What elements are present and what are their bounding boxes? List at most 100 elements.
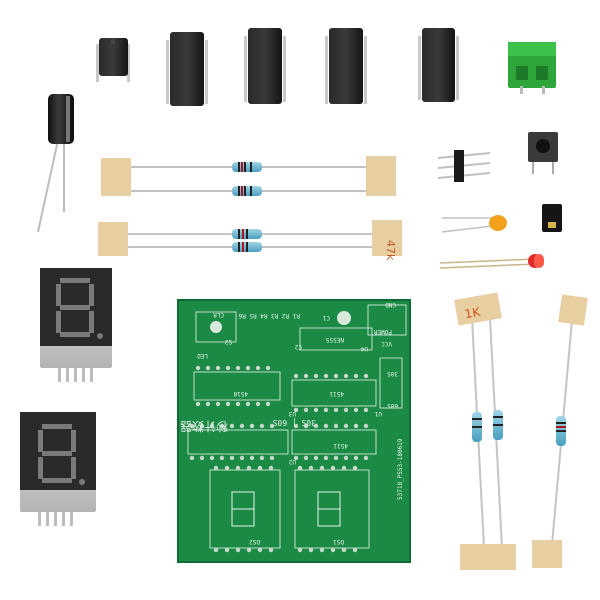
pcb-pad xyxy=(303,407,309,413)
seven-segment-display-top xyxy=(40,268,112,382)
pcb-pad xyxy=(215,401,221,407)
pcb-pad xyxy=(313,373,319,379)
pcb-pad xyxy=(319,465,325,471)
pcb-pad xyxy=(303,455,309,461)
pcb-pad xyxy=(303,373,309,379)
pcb-label-s2: S2 xyxy=(224,338,232,345)
pcb-label-vcc: VCC xyxy=(381,340,392,347)
pcb-pad xyxy=(255,365,261,371)
pcb-pad xyxy=(352,465,358,471)
electrolytic-capacitor-icon xyxy=(37,94,74,233)
pcb-pad xyxy=(199,455,205,461)
pcb-label-30s: 30S xyxy=(387,370,398,377)
pcb-pad xyxy=(343,373,349,379)
pcb-pad xyxy=(215,365,221,371)
pcb-pad xyxy=(239,423,245,429)
pcb-label-led: LED xyxy=(197,352,208,359)
pcb-label-4511-b: 4511 xyxy=(333,442,348,449)
pcb-pad xyxy=(323,423,329,429)
ic-dip16-b xyxy=(325,28,367,104)
pcb-pad xyxy=(293,373,299,379)
pcb-label-ds1: DS1 xyxy=(333,538,344,545)
pcb-pad xyxy=(235,465,241,471)
pcb-pad xyxy=(195,365,201,371)
pcb-label-ne555: NE555 xyxy=(326,336,344,343)
pcb-pad xyxy=(352,547,358,553)
pcb-pad xyxy=(245,365,251,371)
pcb-label-4511-a: 4511 xyxy=(329,390,344,397)
pcb-pad xyxy=(195,401,201,407)
resistor-strip-mid: 47k xyxy=(98,220,402,261)
pcb-pad xyxy=(313,455,319,461)
pcb-pad xyxy=(269,423,275,429)
pcb-pad xyxy=(199,423,205,429)
pcb-pad xyxy=(246,547,252,553)
pcb-pad xyxy=(268,547,274,553)
pcb-label-clr: CLR xyxy=(213,311,224,318)
pcb-pad xyxy=(249,423,255,429)
pcb-pad xyxy=(235,401,241,407)
pcb-pad xyxy=(229,423,235,429)
ic-dip8 xyxy=(96,38,130,82)
pcb-pad xyxy=(353,373,359,379)
pcb-pad xyxy=(224,547,230,553)
pcb-pad xyxy=(313,423,319,429)
pcb-pad xyxy=(293,407,299,413)
pcb-pad xyxy=(265,401,271,407)
pcb-pad xyxy=(303,423,309,429)
pcb-pad xyxy=(235,547,241,553)
pcb-label-u2: U2 xyxy=(288,458,296,465)
pcb-label-u3: U3 xyxy=(288,410,296,417)
pcb-pad xyxy=(323,407,329,413)
ic-dip16-a xyxy=(244,28,286,104)
ic-dip14-a xyxy=(166,32,208,106)
pcb-label-board-code: 53718_P553-180619 xyxy=(397,438,404,500)
pcb-label-gnd: GND xyxy=(385,301,396,308)
pcb-pad xyxy=(189,455,195,461)
pcb-pad xyxy=(265,365,271,371)
pcb-pad xyxy=(333,455,339,461)
jumper-cap-icon xyxy=(542,204,562,232)
pcb-board: CLR GND POWER VCC NE555 U4 R1 R2 R3 R4 R… xyxy=(177,299,411,563)
resistor-pair-vertical: 1K xyxy=(454,292,516,570)
pcb-pad xyxy=(239,455,245,461)
resistor-single-vertical xyxy=(532,294,588,568)
pcb-pad xyxy=(297,547,303,553)
pcb-label-title-cn: 秒计数器 xyxy=(180,419,228,434)
pcb-pad xyxy=(353,455,359,461)
pcb-pad xyxy=(319,547,325,553)
pcb-pad xyxy=(213,547,219,553)
pcb-pad xyxy=(293,423,299,429)
pcb-pad xyxy=(257,547,263,553)
screw-terminal-icon xyxy=(508,42,556,94)
pcb-pad xyxy=(189,423,195,429)
pin-header-icon xyxy=(437,150,491,182)
pcb-pad xyxy=(205,401,211,407)
pcb-pad xyxy=(297,465,303,471)
pcb-pad xyxy=(225,401,231,407)
pcb-pad xyxy=(323,373,329,379)
pcb-pad xyxy=(308,465,314,471)
pcb-pad xyxy=(246,465,252,471)
seven-segment-display-bottom xyxy=(20,412,96,526)
pcb-pad xyxy=(363,373,369,379)
pcb-pad xyxy=(235,365,241,371)
pcb-label-4518: 4518 xyxy=(233,390,248,397)
pcb-label-u4: U4 xyxy=(360,345,368,352)
push-button-icon xyxy=(528,132,558,174)
pcb-pad xyxy=(209,455,215,461)
pcb-label-c2: C2 xyxy=(294,343,302,350)
pcb-pad xyxy=(249,455,255,461)
pcb-pad xyxy=(363,407,369,413)
pcb-pad xyxy=(363,455,369,461)
pcb-pad xyxy=(255,401,261,407)
pcb-pad xyxy=(330,547,336,553)
pcb-pad xyxy=(333,407,339,413)
pcb-pad xyxy=(353,423,359,429)
pcb-pad xyxy=(333,373,339,379)
pcb-label-60s: 60S xyxy=(387,402,398,409)
pcb-pad xyxy=(343,423,349,429)
pcb-pad xyxy=(219,423,225,429)
pcb-pad xyxy=(323,455,329,461)
pcb-pad xyxy=(245,401,251,407)
